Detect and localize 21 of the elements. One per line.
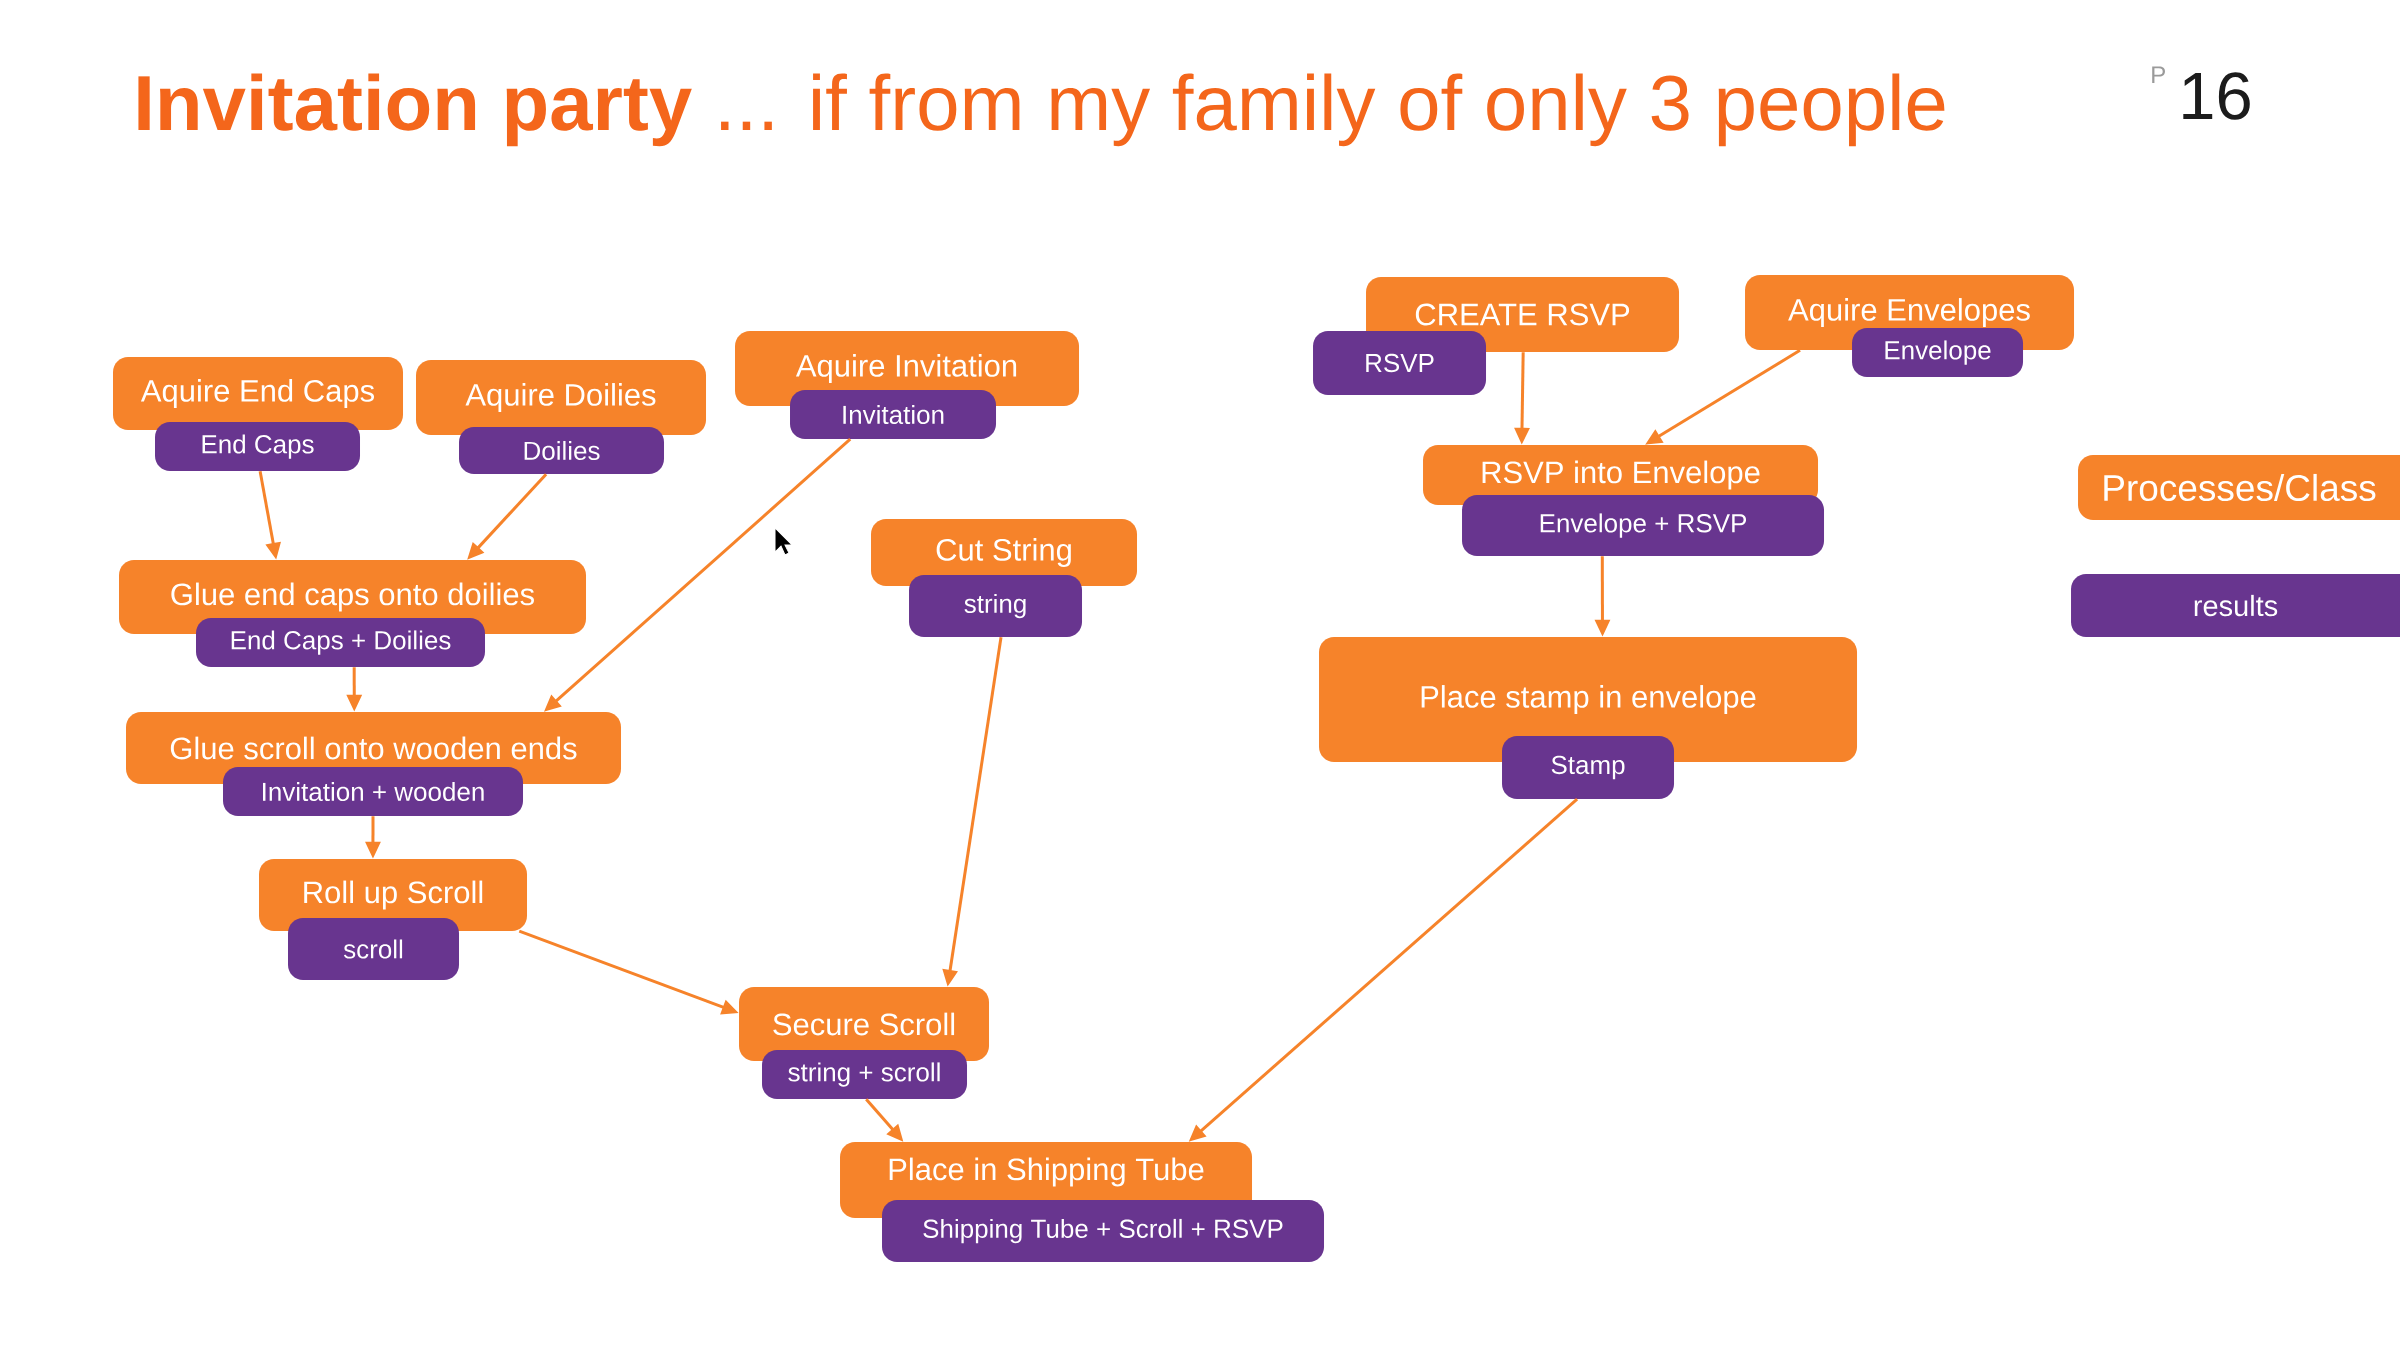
page-number: 16 <box>2183 72 2250 120</box>
page-prefix: P <box>2152 66 2165 83</box>
result-box: RSVP <box>1313 331 1486 395</box>
process-box: Aquire End Caps <box>113 357 403 430</box>
process-box: Aquire Doilies <box>416 360 706 435</box>
result-box: End Caps + Doilies <box>196 618 485 667</box>
result-box: Envelope <box>1852 328 2024 377</box>
process-box: Processes/Class <box>2078 455 2400 520</box>
result-box: string <box>909 575 1082 637</box>
result-box: Doilies <box>459 427 664 474</box>
result-box: string + scroll <box>762 1050 967 1099</box>
result-box: Stamp <box>1502 736 1674 799</box>
result-box: Envelope + RSVP <box>1462 495 1824 556</box>
result-box: Invitation <box>790 390 996 439</box>
result-box: End Caps <box>155 422 360 471</box>
process-box: Roll up Scroll <box>259 859 527 931</box>
result-box: scroll <box>288 918 459 980</box>
result-box: Invitation + wooden <box>223 767 523 816</box>
title: Invitation party ... if from my family of only 3 people <box>138 73 1945 147</box>
result-box: results <box>2071 574 2400 637</box>
result-box: Shipping Tube + Scroll + RSVP <box>882 1200 1324 1262</box>
